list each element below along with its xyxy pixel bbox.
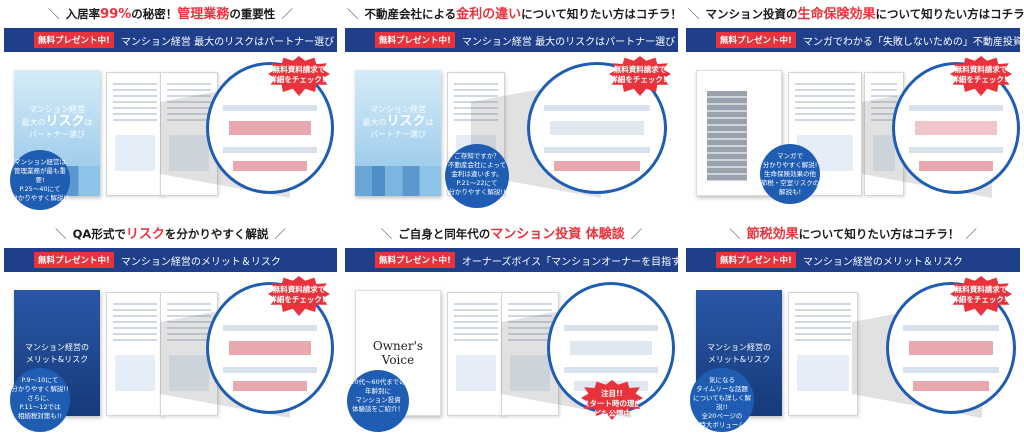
booklet-page (106, 72, 164, 196)
card-title: マンション経営 最大のリスクはパートナー選び (461, 36, 676, 48)
info-bubble: マンガで分かりやすく解説!生命保険効果の他節税・空室リスクの解説も! (760, 144, 820, 204)
free-gift-badge: 無料プレゼント中! (375, 252, 455, 268)
card-title-band[interactable]: 無料プレゼント中! マンション経営 最大のリスクはパートナー選び (4, 28, 337, 52)
card-title: マンション経営のメリット＆リスク (120, 256, 281, 268)
info-bubble: ご存知ですか？不動産会社によって金利は違います。P.21〜22にて分かりやすく解… (445, 144, 509, 208)
info-bubble: マンション経営は管理業務が最も重要!P.25〜40にて分かりやすく解説!! (10, 150, 70, 210)
card-heading: ＼節税効果について知りたい方はコチラ！／ (729, 227, 977, 242)
card-heading: ＼QA形式でリスクを分かりやすく解説／ (55, 227, 286, 242)
card-title-band[interactable]: 無料プレゼント中! マンション経営 最大のリスクはパートナー選び (345, 28, 678, 52)
card-title-band[interactable]: 無料プレゼント中! マンション経営のメリット＆リスク (4, 248, 337, 272)
card-heading: ＼ご自身と同年代のマンション投資 体験談／ (380, 227, 643, 242)
booklet-page (788, 292, 858, 416)
info-bubble: 20代〜60代までの年齢別にマンション投資体験談をご紹介！ (347, 370, 409, 432)
card-title-band[interactable]: 無料プレゼント中! マンション経営のメリット＆リスク (686, 248, 1020, 272)
card-title-band[interactable]: 無料プレゼント中! オーナーズボイス「マンションオーナーを目指す皆様へ」 (345, 248, 682, 272)
booklet-cover: マンション経営最大のリスクはパートナー選び (355, 70, 441, 196)
card-visual: マンション経営最大のリスクはパートナー選び 無料資料請求で詳細をチェック!! ご… (351, 56, 672, 214)
info-bubble: P.9〜10にて分かりやすく解説!!さらに、P.11〜12では相続税対策も!! (10, 368, 70, 432)
free-gift-badge: 無料プレゼント中! (34, 252, 114, 268)
free-gift-badge: 無料プレゼント中! (716, 32, 796, 48)
card-title: オーナーズボイス「マンションオーナーを目指す皆様へ」 (461, 256, 682, 268)
booklet-page (447, 292, 505, 416)
card-title-band[interactable]: 無料プレゼント中! マンガでわかる「失敗しないための」不動産投資の秘訣 (686, 28, 1024, 52)
promo-card-tax-saving[interactable]: ＼節税効果について知りたい方はコチラ！／ 無料プレゼント中! マンション経営のメ… (682, 220, 1024, 439)
booklet-page (106, 292, 164, 416)
card-heading: ＼マンション投資の生命保険効果について知りたい方はコチラ！／ (688, 7, 1024, 22)
card-title: マンガでわかる「失敗しないための」不動産投資の秘訣 (802, 36, 1024, 48)
magnifier-lens (527, 62, 667, 194)
free-gift-badge: 無料プレゼント中! (34, 32, 114, 48)
promo-card-qa-risk[interactable]: ＼QA形式でリスクを分かりやすく解説／ 無料プレゼント中! マンション経営のメリ… (0, 220, 341, 439)
promo-card-interest-rate[interactable]: ＼不動産会社による金利の違いについて知りたい方はコチラ！／ 無料プレゼント中! … (341, 0, 682, 219)
free-gift-badge: 無料プレゼント中! (375, 32, 455, 48)
card-visual: マンション経営最大のリスクはパートナー選び 無料資料請求で詳細をチェック!! マ… (10, 56, 334, 214)
free-gift-badge: 無料プレゼント中! (716, 252, 796, 268)
promo-card-management[interactable]: ＼入居率99%の秘密！管理業務の重要性／ 無料プレゼント中! マンション経営 最… (0, 0, 341, 219)
card-heading: ＼不動産会社による金利の違いについて知りたい方はコチラ！／ (347, 7, 682, 22)
card-heading: ＼入居率99%の秘密！管理業務の重要性／ (48, 7, 293, 22)
card-visual: Owner's Voice 注目!!スタート時の理由なども公開中!! 20代〜6… (347, 282, 675, 434)
info-bubble: 気になるタイムリーな話題についても詳しく解説!!全20ページの特大ボリューム (690, 368, 754, 432)
promo-card-owners-voice[interactable]: ＼ご自身と同年代のマンション投資 体験談／ 無料プレゼント中! オーナーズボイス… (341, 220, 682, 439)
card-visual: 無料資料請求で詳細をチェック!! マンガで分かりやすく解説!生命保険効果の他節税… (692, 56, 1020, 214)
card-title: マンション経営のメリット＆リスク (802, 256, 963, 268)
card-title: マンション経営 最大のリスクはパートナー選び (120, 36, 335, 48)
card-visual: マンション経営のメリット&リスク 無料資料請求で詳細をチェック!! 気になるタイ… (690, 276, 1016, 434)
card-visual: マンション経営のメリット&リスク 無料資料請求で詳細をチェック!! P.9〜10… (10, 276, 334, 434)
promo-card-life-insurance[interactable]: ＼マンション投資の生命保険効果について知りたい方はコチラ！／ 無料プレゼント中!… (682, 0, 1024, 219)
